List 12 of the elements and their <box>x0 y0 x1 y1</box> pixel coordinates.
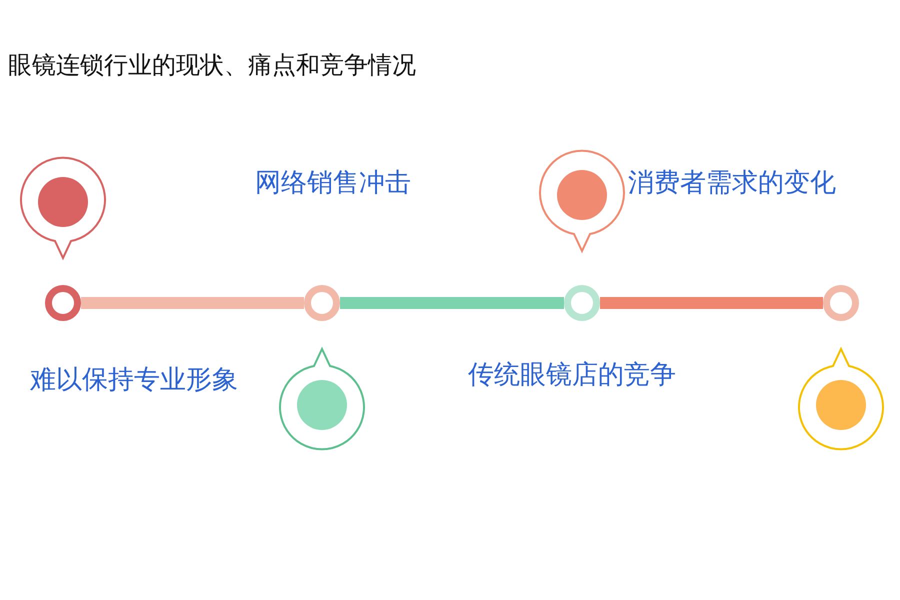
heading-label: 传统眼镜店的竞争 <box>468 360 676 390</box>
ring-marker <box>45 285 81 321</box>
ring-marker <box>823 285 859 321</box>
title: 眼镜连锁行业的现状、痛点和竞争情况 <box>8 50 416 80</box>
heading-label: 消费者需求的变化 <box>628 168 836 198</box>
timeline-bar <box>340 297 564 309</box>
ring-marker <box>564 285 600 321</box>
heading-label: 难以保持专业形象 <box>30 365 238 395</box>
timeline-bar <box>600 297 823 309</box>
timeline-bar <box>81 297 304 309</box>
heading-label: 网络销售冲击 <box>255 168 411 198</box>
ring-marker <box>304 285 340 321</box>
